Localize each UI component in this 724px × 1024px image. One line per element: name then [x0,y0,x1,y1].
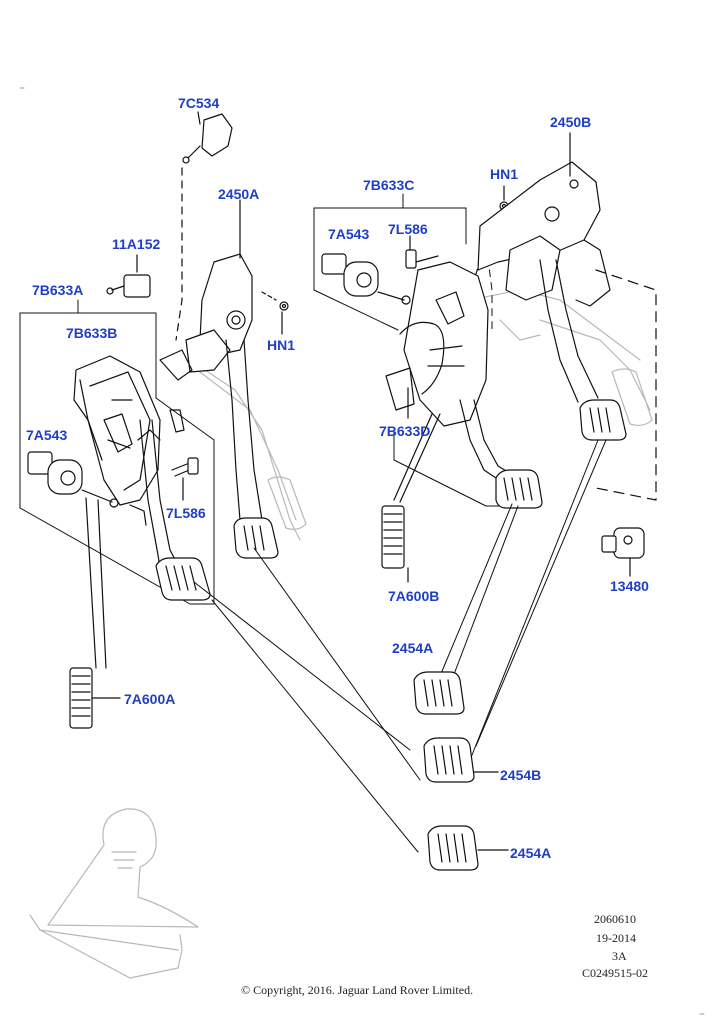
callout-11a152[interactable]: 11A152 [112,236,161,252]
pedal-arm-2450b [539,259,599,403]
callout-7c534[interactable]: 7C534 [178,95,220,111]
callout-2454b[interactable]: 2454B [500,767,542,783]
nut-hn1-left [261,291,289,335]
callout-2454a-bottom[interactable]: 2454A [510,845,552,861]
ref-number-1: 2060610 [594,912,636,926]
pad-2454a-bottom [427,825,509,871]
pedal-pad-2450b [579,399,627,441]
switch-13480 [601,527,645,577]
bolt-7l586-right [405,235,439,269]
callout-7a543-left[interactable]: 7A543 [26,427,68,443]
pad-2454a-top [413,671,465,715]
pedal-pad-right-assembly [495,469,543,509]
callout-hn1-left[interactable]: HN1 [267,337,296,353]
frame-7b633a [19,299,215,605]
corner-marks [19,87,705,1015]
callout-7l586-right[interactable]: 7L586 [388,221,428,237]
bracket-2450b [477,132,611,307]
switch-7a543-right [321,253,411,305]
callout-7b633d[interactable]: 7B633D [379,423,431,439]
ref-number-4: C0249515-02 [582,966,648,980]
bracket-7b633d [385,261,489,427]
callout-2454a-top[interactable]: 2454A [392,640,434,656]
pad-2454b [423,737,499,783]
bracket-2450a [159,199,253,433]
ghost-pedal-drawings [189,289,653,541]
callout-hn1-right[interactable]: HN1 [490,166,519,182]
callout-2450b[interactable]: 2450B [550,114,592,130]
callout-7a600b[interactable]: 7A600B [388,588,440,604]
ref-number-3: 3A [612,949,627,963]
spring-7a600b [381,413,441,583]
bracket-7b633b [73,355,161,506]
spring-7a600a [69,497,121,729]
pedal-pad-2450a [233,517,279,559]
ref-number-2: 19-2014 [596,931,636,945]
switch-7c534 [182,111,233,164]
callout-7b633a[interactable]: 7B633A [32,282,84,298]
callout-7b633b[interactable]: 7B633B [66,325,118,341]
sensor-11a152 [106,254,151,298]
switch-7a543-left [27,451,119,508]
frame-2450b-dashed [595,269,657,501]
callout-7b633c[interactable]: 7B633C [363,177,415,193]
callout-7a600a[interactable]: 7A600A [124,691,176,707]
callout-7l586-left[interactable]: 7L586 [166,505,206,521]
callout-7a543-right[interactable]: 7A543 [328,226,370,242]
ghost-gear-lever [29,808,199,979]
callout-13480[interactable]: 13480 [610,578,649,594]
leader-7c534 [175,167,183,341]
pedal-pad-left-assembly [155,557,211,601]
bolt-7l586-left [171,457,199,501]
callout-2450a[interactable]: 2450A [218,186,260,202]
pedal-arm-2450a [225,339,263,521]
pad-leader-lines [193,439,607,853]
copyright-notice: © Copyright, 2016. Jaguar Land Rover Lim… [241,983,474,997]
pedal-arm-right-assembly [459,399,509,479]
